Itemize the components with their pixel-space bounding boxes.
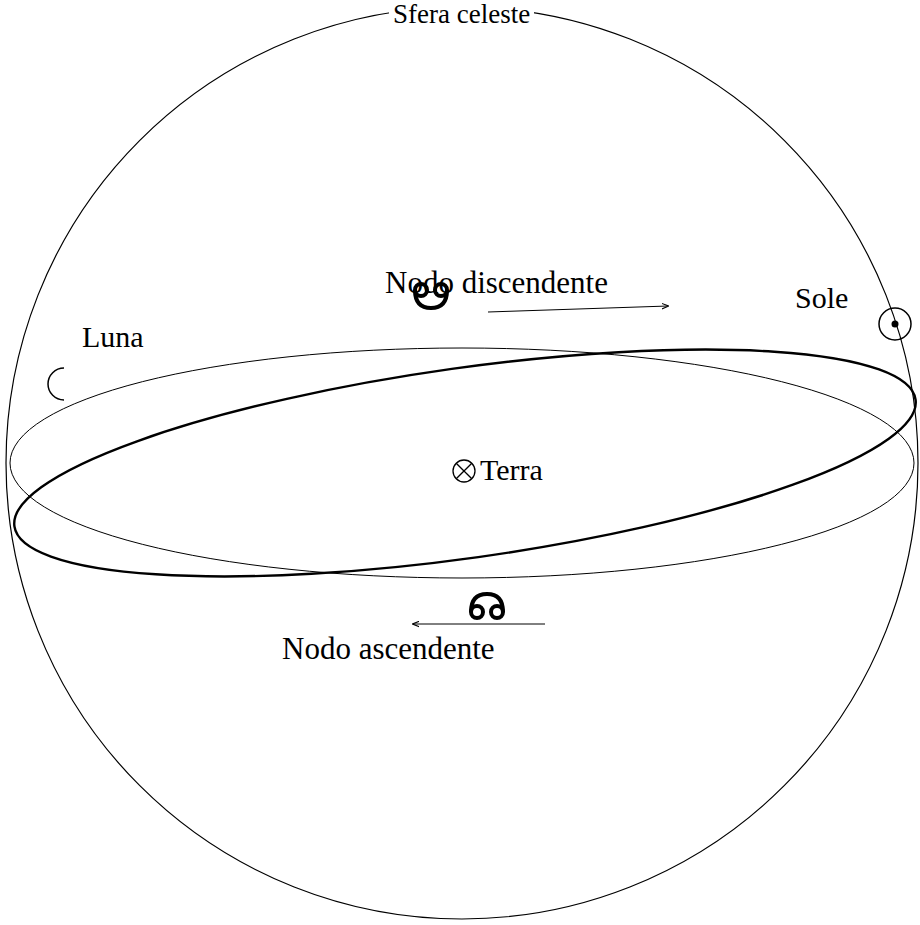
celestial-sphere (6, 7, 918, 919)
moon-symbol (48, 368, 64, 400)
motion-arrow (488, 306, 668, 312)
sun-symbol (879, 308, 911, 340)
earth-symbol (453, 460, 475, 482)
moon-label: Luna (82, 320, 144, 353)
sphere-label: Sfera celeste (389, 0, 534, 30)
ecliptic (10, 348, 914, 578)
ascending-node-symbol (471, 594, 503, 618)
node-label: Nodo discendente (385, 266, 608, 300)
lunar-orbit (1, 306, 920, 621)
earth-label: Terra (480, 453, 543, 486)
motion-arrow (413, 624, 545, 625)
node-label: Nodo ascendente (282, 632, 495, 666)
sun-label: Sole (795, 281, 848, 314)
